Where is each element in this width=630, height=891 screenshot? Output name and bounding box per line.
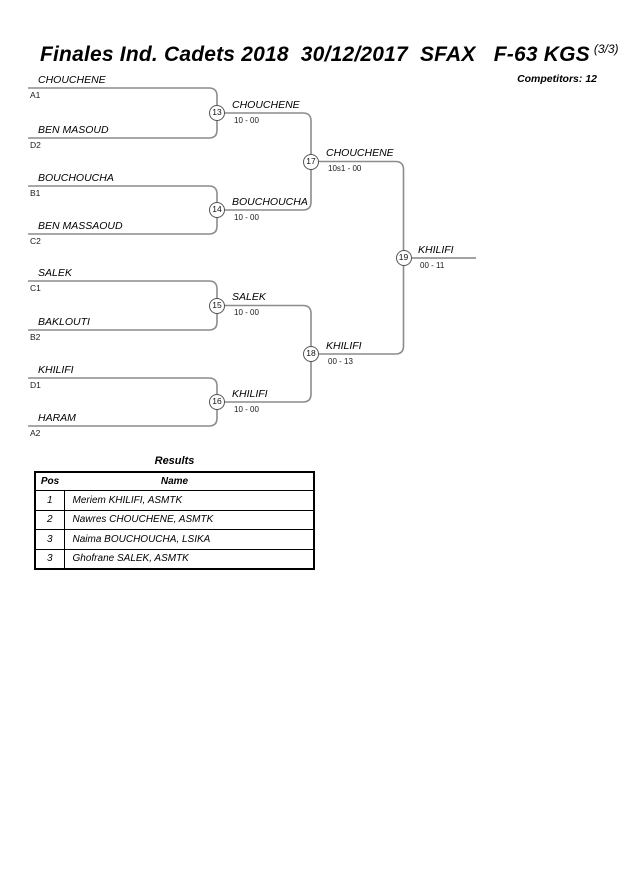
match-score: 10 - 00 <box>234 116 259 125</box>
competitors-count: Competitors: 12 <box>517 73 597 85</box>
match-number-badge: 18 <box>303 346 319 362</box>
table-row: 1 Meriem KHILIFI, ASMTK <box>35 490 314 510</box>
competitor-seed: A1 <box>30 90 41 100</box>
winner-name: KHILIFI <box>418 244 454 256</box>
page-title-text: Finales Ind. Cadets 2018 30/12/2017 SFAX… <box>40 43 590 66</box>
competitor-seed: C1 <box>30 283 41 293</box>
competitor-name: KHILIFI <box>38 364 74 376</box>
match-score: 00 - 11 <box>420 261 445 270</box>
match-score: 10s1 - 00 <box>328 164 362 173</box>
match-score: 10 - 00 <box>234 405 259 414</box>
match-number-badge: 13 <box>209 105 225 121</box>
competitor-seed: C2 <box>30 236 41 246</box>
final-line <box>311 160 405 355</box>
match-score: 00 - 13 <box>328 357 353 366</box>
winner-name: KHILIFI <box>326 340 362 352</box>
competitor-name: BOUCHOUCHA <box>38 172 114 184</box>
competitor-name: BEN MASSAOUD <box>38 220 123 232</box>
winner-name: BOUCHOUCHA <box>232 196 308 208</box>
result-name: Nawres CHOUCHENE, ASMTK <box>64 509 314 530</box>
results-title: Results <box>154 455 195 467</box>
match-number-badge: 14 <box>209 202 225 218</box>
result-pos: 3 <box>35 529 65 549</box>
competitor-seed: A2 <box>30 428 41 438</box>
competitor-seed: D2 <box>30 140 41 150</box>
table-row: 3 Ghofrane SALEK, ASMTK <box>35 548 314 569</box>
competitor-name: CHOUCHENE <box>38 74 106 86</box>
match-number-badge: 17 <box>303 153 319 170</box>
result-name: Naima BOUCHOUCHA, LSIKA <box>64 529 314 549</box>
match-number-badge: 19 <box>395 250 412 266</box>
competitor-name: HARAM <box>38 412 76 424</box>
table-row: 3 Naima BOUCHOUCHA, LSIKA <box>35 529 314 549</box>
results-header-pos: Pos <box>35 472 64 491</box>
results-header-row: Pos Name <box>35 472 314 491</box>
results-header-name: Name <box>64 472 314 491</box>
winner-name: CHOUCHENE <box>326 147 394 159</box>
match-number-badge: 15 <box>209 297 225 314</box>
result-pos: 1 <box>35 490 65 510</box>
result-name: Meriem KHILIFI, ASMTK <box>64 490 314 510</box>
match-number-badge: 16 <box>209 394 225 410</box>
competitor-name: BEN MASOUD <box>38 124 109 136</box>
match-score: 10 - 00 <box>234 308 259 317</box>
page-title: Finales Ind. Cadets 2018 30/12/2017 SFAX… <box>40 42 619 67</box>
competitor-name: BAKLOUTI <box>38 316 90 328</box>
competitor-seed: B2 <box>30 332 41 342</box>
result-pos: 3 <box>35 548 65 569</box>
result-pos: 2 <box>35 509 65 530</box>
match-score: 10 - 00 <box>234 213 259 222</box>
winner-name: CHOUCHENE <box>232 99 300 111</box>
page-title-suffix: (3/3) <box>593 42 619 56</box>
winner-name: SALEK <box>232 291 266 303</box>
competitor-seed: D1 <box>30 380 41 390</box>
winner-name: KHILIFI <box>232 388 268 400</box>
result-name: Ghofrane SALEK, ASMTK <box>64 548 314 569</box>
competitor-name: SALEK <box>38 267 72 279</box>
table-row: 2 Nawres CHOUCHENE, ASMTK <box>35 509 314 530</box>
results-table: Pos Name 1 Meriem KHILIFI, ASMTK 2 Nawre… <box>34 471 315 570</box>
competitor-seed: B1 <box>30 188 41 198</box>
